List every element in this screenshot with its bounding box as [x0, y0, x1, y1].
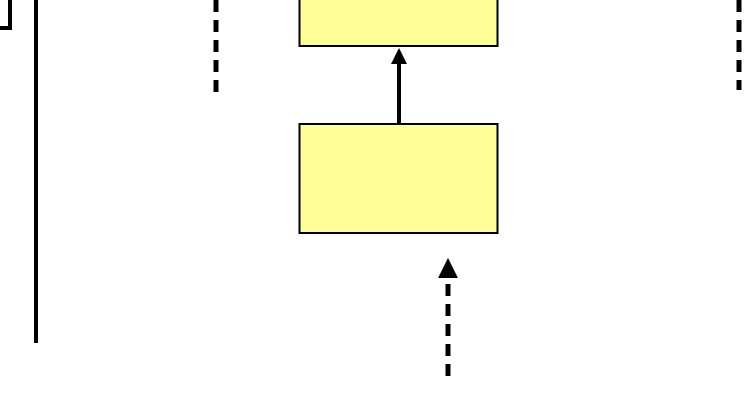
lower-box[interactable]: [298, 123, 499, 234]
left-bracket-line: [0, 0, 12, 30]
upper-box[interactable]: [298, 0, 499, 47]
